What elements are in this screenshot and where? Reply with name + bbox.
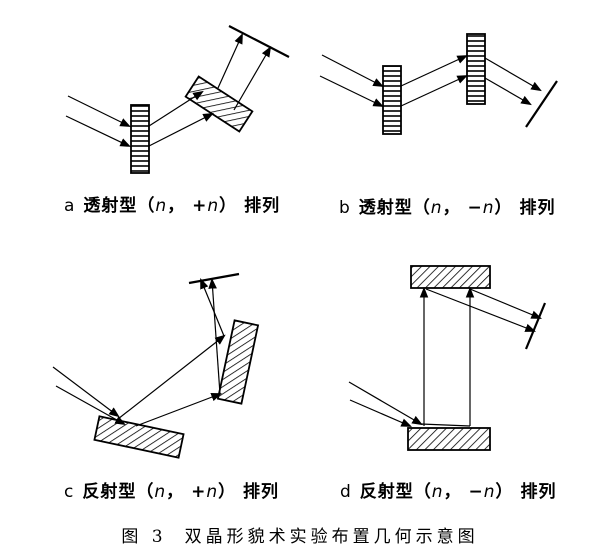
- panel-b-incident-beam-2: [319, 75, 384, 107]
- panel-a-diagram: [65, 25, 290, 174]
- panel-a-letter: a: [64, 196, 76, 216]
- panel-d-beam-out-2: [469, 288, 542, 319]
- panel-b-beam-out-1: [484, 57, 542, 92]
- panel-c-incident-beam-1: [52, 366, 120, 418]
- panel-b-type: 透射型: [358, 198, 413, 218]
- panel-a-n: n: [155, 196, 168, 216]
- panel-b-beam-mid-2: [400, 75, 468, 107]
- panel-a-sign: +: [192, 196, 208, 216]
- panel-b-n2: n: [482, 198, 495, 218]
- panel-c-label: 排列: [243, 482, 280, 502]
- panel-b-diagram: [319, 33, 558, 135]
- figure-number: 图 3: [121, 527, 167, 547]
- panel-a-n2: n: [207, 196, 220, 216]
- panel-b-beam-mid-1: [400, 55, 468, 87]
- panel-c-beam-out-1: [200, 278, 225, 337]
- panel-c-n: n: [154, 482, 167, 502]
- panel-c-beam-mid-1: [117, 334, 226, 420]
- panel-d-incident-beam-2: [349, 399, 412, 427]
- panel-b-label: 排列: [519, 198, 556, 218]
- panel-c-letter: c: [64, 482, 75, 502]
- panel-c-n2: n: [206, 482, 219, 502]
- panel-c-type: 反射型: [82, 482, 137, 502]
- panel-c-beam-out-2: [208, 277, 221, 395]
- panel-d-sign: −: [468, 482, 484, 502]
- panel-d-crystal-bottom: [407, 427, 491, 451]
- panel-d-label: 排列: [520, 482, 557, 502]
- panel-c-diagram: [52, 272, 260, 459]
- panel-a-label: 排列: [244, 196, 281, 216]
- panel-c-sign: +: [191, 482, 207, 502]
- panel-a-type: 透射型: [83, 196, 138, 216]
- panel-d-n2: n: [483, 482, 496, 502]
- panel-d-incident-beam-3: [420, 423, 471, 427]
- panel-d-beam-out-1: [425, 288, 537, 332]
- panel-a-detector: [228, 25, 290, 58]
- panel-d-crystal-top: [410, 265, 491, 289]
- panel-a-incident-beam-1: [67, 95, 131, 127]
- panel-c-detector: [188, 272, 240, 285]
- panel-d-diagram: [348, 265, 547, 451]
- panel-b-crystal-1: [382, 65, 402, 135]
- panel-b-beam-out-2: [484, 77, 532, 106]
- panel-c-beam-mid-2: [135, 393, 223, 427]
- panel-b-n: n: [430, 198, 443, 218]
- panel-a-beam-out-2: [233, 46, 272, 111]
- panel-a-incident-beam-2: [65, 115, 131, 147]
- panel-b-incident-beam-1: [321, 54, 384, 87]
- panel-a-crystal-1: [130, 104, 150, 174]
- panel-b-sign: −: [467, 198, 483, 218]
- panel-b-detector: [525, 80, 558, 128]
- panel-d-n: n: [431, 482, 444, 502]
- panel-c-incident-beam-2: [55, 385, 126, 426]
- panel-a-beam-mid-1: [148, 90, 204, 127]
- panel-b-crystal-2: [466, 33, 486, 105]
- panel-c-crystal-1: [93, 415, 185, 459]
- panel-c-crystal-2: [216, 319, 260, 405]
- panel-d-incident-beam-1: [348, 381, 423, 426]
- figure-title: 双晶形貌术实验布置几何示意图: [184, 527, 479, 547]
- figure-caption: 图 3 双晶形貌术实验布置几何示意图: [0, 522, 600, 547]
- panel-d-detector: [524, 302, 547, 350]
- panel-b-letter: b: [339, 198, 351, 218]
- panel-a-beam-out-1: [217, 33, 243, 89]
- panel-d-type: 反射型: [359, 482, 414, 502]
- panel-d-letter: d: [340, 482, 352, 502]
- panel-a-beam-mid-2: [148, 113, 214, 147]
